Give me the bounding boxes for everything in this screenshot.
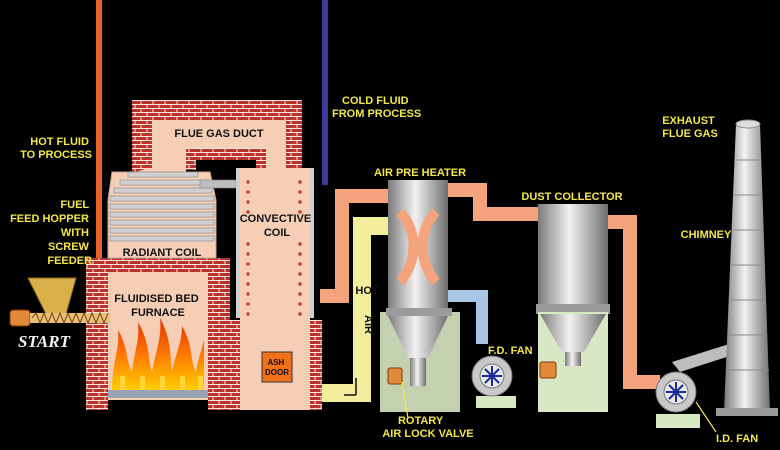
id-fan-label: I.D. FAN bbox=[716, 433, 758, 445]
rotary-valve-motor bbox=[387, 367, 403, 385]
hot-fluid-pipe bbox=[96, 0, 102, 258]
fd-fan-label: F.D. FAN bbox=[488, 345, 533, 357]
convective-coil-label: CONVECTIVE COIL bbox=[240, 213, 315, 239]
ash-door bbox=[261, 351, 293, 383]
nozzles bbox=[120, 376, 203, 390]
flue-duct-to-aph bbox=[320, 189, 392, 303]
hot-air-duct bbox=[322, 217, 392, 402]
hot-fluid-label: HOT FLUID TO PROCESS bbox=[20, 136, 92, 161]
fuel-feed-hopper bbox=[9, 277, 110, 327]
boiler-brickwork bbox=[86, 100, 322, 410]
flames bbox=[112, 318, 204, 392]
flue-duct-to-dust-collector bbox=[448, 183, 542, 221]
rotary-valve-label: ROTARY AIR LOCK VALVE bbox=[382, 415, 473, 440]
chimney-label: CHIMNEY bbox=[681, 229, 732, 241]
fuel-feed-label: FUEL FEED HOPPER WITH SCREW FEEDER bbox=[10, 199, 92, 267]
flue-duct-to-id-fan bbox=[608, 215, 660, 389]
start-label: START bbox=[18, 332, 71, 351]
chimney bbox=[716, 119, 778, 416]
convective-coil bbox=[246, 180, 302, 316]
flue-gas-duct-label: FLUE GAS DUCT bbox=[174, 128, 264, 140]
exhaust-label: EXHAUST FLUE GAS bbox=[662, 115, 718, 140]
hot-air-label-2: AIR bbox=[362, 315, 374, 334]
cold-fluid-label: COLD FLUID FROM PROCESS bbox=[332, 95, 421, 120]
dust-collector-label: DUST COLLECTOR bbox=[521, 191, 622, 203]
fd-fan bbox=[471, 355, 516, 408]
radiant-coil-tubes bbox=[109, 171, 215, 242]
furnace-label: FLUIDISED BED FURNACE bbox=[114, 293, 201, 319]
ash-door-label: ASH DOOR bbox=[265, 358, 289, 377]
id-fan bbox=[655, 340, 742, 428]
hot-air-label: HOT bbox=[355, 285, 379, 297]
flue-gas-duct bbox=[152, 120, 286, 148]
radiant-coil-label: RADIANT COIL bbox=[123, 247, 202, 259]
dust-collector bbox=[536, 204, 610, 314]
cold-fluid-pipe bbox=[322, 0, 328, 185]
air-pre-heater-label: AIR PRE HEATER bbox=[374, 167, 466, 179]
distributor-plate bbox=[108, 390, 208, 398]
fd-fan-duct bbox=[448, 290, 488, 344]
